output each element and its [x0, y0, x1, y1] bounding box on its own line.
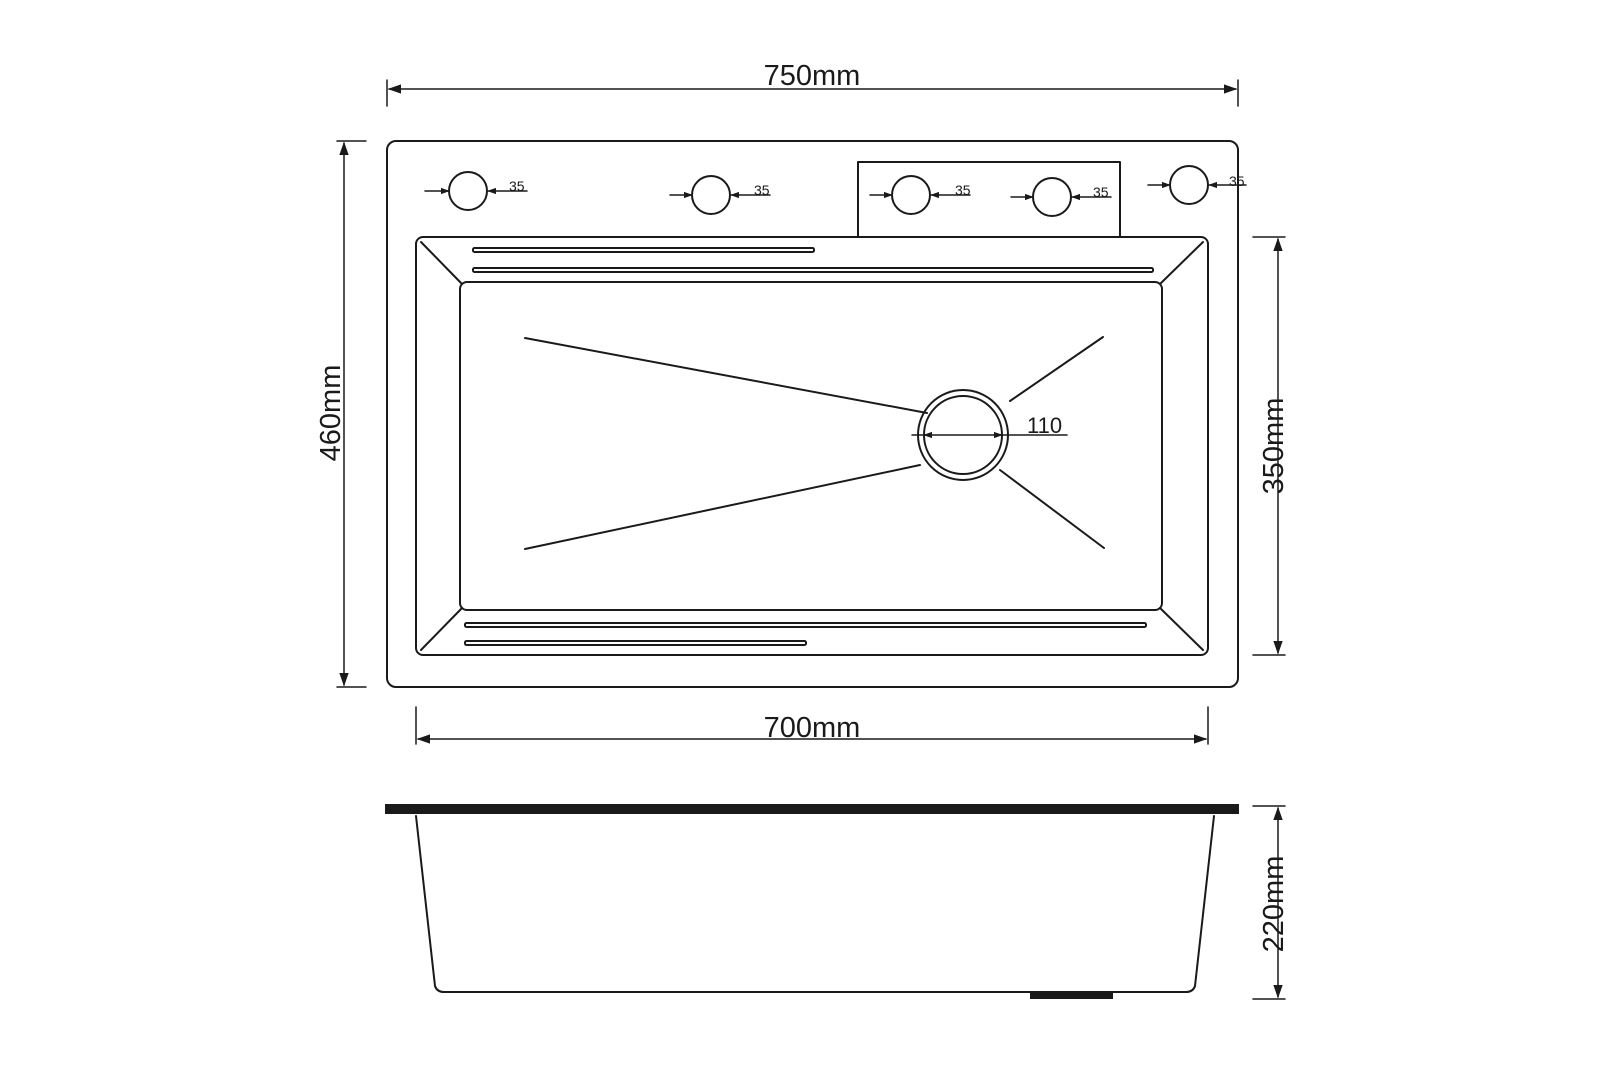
- tap-hole-5-label: 35: [1229, 173, 1245, 189]
- tap-hole-4-label: 35: [1093, 184, 1109, 200]
- ledge-slot-bottom-long: [464, 622, 1147, 628]
- bowl-floor: [459, 281, 1163, 611]
- tap-hole-1: [448, 171, 488, 211]
- side-rim-top: [385, 804, 1239, 814]
- sink-outer-rim: [386, 140, 1239, 688]
- tap-hole-2: [691, 175, 731, 215]
- tap-hole-3-label: 35: [955, 182, 971, 198]
- drain-diameter-label: 110: [1027, 413, 1062, 438]
- drain-channels: [524, 336, 1105, 550]
- side-view: [385, 804, 1239, 999]
- tap-hole-4: [1032, 177, 1072, 217]
- bowl-depth-label: 350mm: [1258, 398, 1290, 495]
- top-width-label: 750mm: [764, 60, 861, 92]
- tap-hole-5: [1169, 165, 1209, 205]
- dimension-bowl-depth: 350mm: [1252, 236, 1290, 656]
- tap-hole-3: [891, 175, 931, 215]
- dimension-height: 220mm: [1252, 805, 1290, 1000]
- dimension-inner-width: 700mm: [415, 706, 1209, 745]
- tap-hole-2-label: 35: [754, 182, 770, 198]
- side-drain-outlet: [1030, 992, 1113, 999]
- inner-width-label: 700mm: [764, 712, 861, 744]
- side-bowl-profile: [415, 815, 1215, 993]
- ledge-slot-top-short: [472, 247, 815, 253]
- tap-holes: 35 35 35 35 35: [424, 165, 1247, 217]
- dimension-top-width: 750mm: [386, 60, 1239, 107]
- dimension-total-depth: 460mm: [315, 140, 367, 688]
- height-label: 220mm: [1258, 856, 1290, 953]
- ledge-slot-bottom-short: [464, 640, 807, 646]
- bowl-outer-edge: [415, 236, 1209, 656]
- total-depth-label: 460mm: [315, 365, 347, 462]
- top-view: 35 35 35 35 35: [386, 140, 1247, 688]
- ledge-slot-top-long: [472, 267, 1154, 273]
- tap-hole-1-label: 35: [509, 178, 525, 194]
- faucet-deck-panel: [857, 161, 1121, 238]
